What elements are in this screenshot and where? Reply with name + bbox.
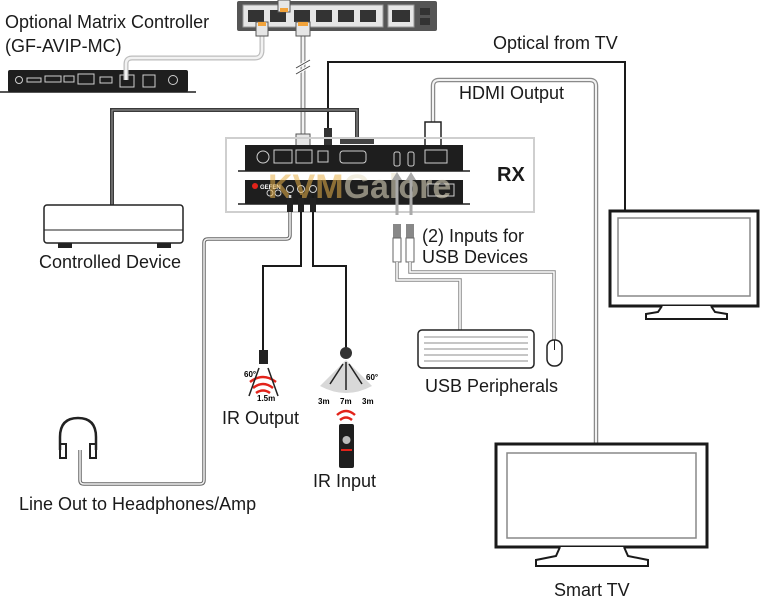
- ir-output-label: IR Output: [222, 408, 299, 428]
- hdmi-output-label: HDMI Output: [459, 83, 564, 103]
- smart-tv-label: Smart TV: [554, 580, 630, 600]
- remote-control-icon: [336, 409, 356, 468]
- rx-receiver-front: GEFEN: [238, 180, 470, 205]
- ir-input-cable: [312, 195, 347, 350]
- ir-input-angle: 60°: [366, 373, 378, 382]
- matrix-controller-device: [0, 70, 196, 93]
- controlled-device-label: Controlled Device: [39, 252, 181, 272]
- ir-output-range: 1.5m: [257, 394, 275, 403]
- watermark: KVMGalore: [268, 168, 451, 206]
- smart-tv-icon: [494, 442, 709, 567]
- ir-input-center-range: 7m: [340, 397, 352, 406]
- ir-output-cable: [262, 195, 302, 352]
- rx-label: RX: [497, 164, 525, 186]
- headphones-icon: [58, 416, 98, 459]
- rx-receiver-rear: [238, 145, 470, 172]
- usb-peripherals-label: USB Peripherals: [425, 376, 558, 396]
- matrix-controller-model-label: (GF-AVIP-MC): [5, 36, 122, 56]
- optical-cable: [327, 61, 626, 212]
- matrix-controller-label: Optional Matrix Controller: [5, 12, 209, 32]
- usb-inputs-label-line2: USB Devices: [422, 247, 528, 267]
- rx-enclosure: [225, 137, 535, 213]
- ir-receiver-icon: 60° 3m 7m 3m: [318, 347, 378, 406]
- keyboard-icon: [417, 329, 535, 369]
- line-out-label: Line Out to Headphones/Amp: [19, 494, 256, 514]
- ir-input-label: IR Input: [313, 471, 376, 491]
- brand-logo: GEFEN: [260, 185, 281, 191]
- ir-input-left-range: 3m: [318, 397, 330, 406]
- ir-emitter-icon: 60° 1.5m: [244, 350, 279, 403]
- tv-monitor-icon: [608, 209, 760, 320]
- usb-inputs-label-line1: (2) Inputs for: [422, 226, 524, 246]
- controlled-device-icon: [43, 204, 184, 248]
- usb-cables: [392, 224, 556, 340]
- optical-from-tv-label: Optical from TV: [493, 33, 618, 53]
- ir-output-angle: 60°: [244, 370, 256, 379]
- ir-input-right-range: 3m: [362, 397, 374, 406]
